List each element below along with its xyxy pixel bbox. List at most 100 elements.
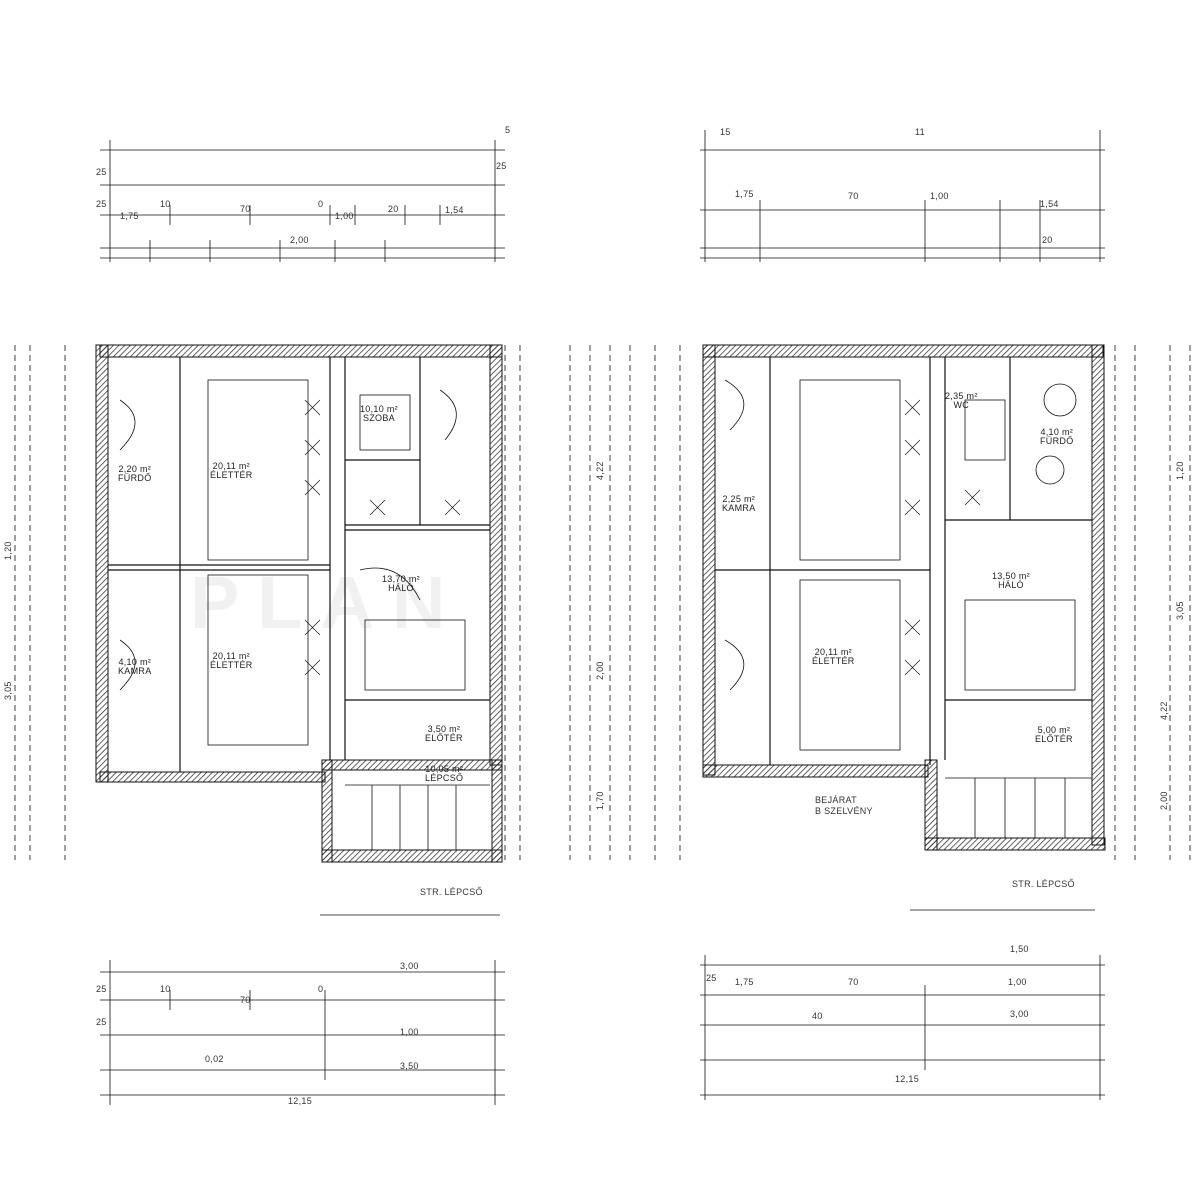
left-plan xyxy=(14,140,631,1105)
dim-label: 1,54 xyxy=(1040,199,1059,209)
room-area: 2,25 m² xyxy=(722,494,756,504)
left-room-8-label: 10,05 m² LÉPCSŐ xyxy=(425,764,464,784)
right-interior-walls xyxy=(715,357,1092,765)
watermark: PLAN xyxy=(190,561,464,644)
room-area: 4,10 m² xyxy=(118,657,152,667)
dim-label: 25 xyxy=(96,199,107,209)
right-furniture xyxy=(724,379,1092,838)
dim-label: 3,00 xyxy=(1010,1009,1029,1019)
dim-label: 1,00 xyxy=(400,1027,419,1037)
room-type: WC xyxy=(953,400,970,411)
dim-label: 1,75 xyxy=(120,211,139,221)
dim-label: 25 xyxy=(96,1017,107,1027)
dim-label: 0 xyxy=(318,984,324,994)
room-area: 3,50 m² xyxy=(427,724,461,734)
right-top-dimension-chain xyxy=(700,130,1105,262)
dim-label: 5 xyxy=(505,125,511,135)
left-room-6-label: 10,10 m² SZOBA xyxy=(360,404,398,424)
right-room-6-label: 2,25 m² KAMRA xyxy=(722,494,756,514)
room-area: 20,11 m² xyxy=(212,651,250,661)
dim-label: 1,54 xyxy=(445,205,464,215)
room-type: FÜRDŐ xyxy=(1040,436,1074,447)
right-exterior-walls xyxy=(702,344,1106,851)
left-interior-walls xyxy=(108,357,490,772)
side-dim-label: 1,20 xyxy=(3,541,13,560)
side-dim-label: 1,70 xyxy=(595,791,605,810)
left-exterior-walls xyxy=(95,344,503,863)
side-dim-label: 2,00 xyxy=(595,661,605,680)
room-area: 10,10 m² xyxy=(360,404,398,414)
left-cross-marks xyxy=(304,399,461,676)
room-area: 13,70 m² xyxy=(382,574,420,584)
right-room-1-label: 20,11 m² ÉLETTÉR xyxy=(812,647,855,667)
room-type: SZOBA xyxy=(362,413,395,424)
room-type: ÉLETTÉR xyxy=(812,656,855,667)
side-dim-label: 3,05 xyxy=(1175,601,1185,620)
left-room-1-label: 20,11 m² ÉLETTÉR xyxy=(210,461,253,481)
right-bottom-dimension-chain xyxy=(700,955,1105,1100)
left-stair-note: STR. LÉPCSŐ xyxy=(420,887,483,897)
dim-label: 1,00 xyxy=(335,211,354,221)
room-area: 2,20 m² xyxy=(118,464,152,474)
left-room-5-label: 4,10 m² KAMRA xyxy=(118,657,152,677)
dim-label: 70 xyxy=(240,995,251,1005)
left-side-dimension-chain xyxy=(14,345,66,860)
dim-label: 15 xyxy=(720,127,731,137)
dim-label: 3,00 xyxy=(400,961,419,971)
left-room-4-label: 2,20 m² FÜRDŐ xyxy=(118,464,152,484)
dim-label: 1,75 xyxy=(735,189,754,199)
dim-label: 1,75 xyxy=(735,977,754,987)
left-room-3-label: 20,11 m² ÉLETTÉR xyxy=(210,651,253,671)
dim-label: 11 xyxy=(915,127,925,137)
room-area: 10,05 m² xyxy=(425,764,464,774)
dim-label: 3,50 xyxy=(400,1061,419,1071)
room-type: ÉLETTÉR xyxy=(210,470,253,481)
dim-label: 20 xyxy=(388,204,399,214)
left-inner-side-dims xyxy=(504,345,631,860)
dim-label: 10 xyxy=(160,199,171,209)
right-plan xyxy=(654,130,1191,1100)
room-type: LÉPCSŐ xyxy=(425,773,464,784)
dim-label: 25 xyxy=(96,167,107,177)
right-note-entrance: BEJÁRAT xyxy=(815,795,857,805)
right-room-3-label: 4,10 m² FÜRDŐ xyxy=(1040,427,1074,447)
left-bottom-dimension-chain xyxy=(100,960,505,1105)
dim-label: 1,00 xyxy=(1008,977,1027,987)
right-room-2-label: 2,35 m² WC xyxy=(945,391,978,411)
dim-label: 12,15 xyxy=(895,1074,920,1084)
room-type: KAMRA xyxy=(722,503,756,514)
side-dim-label: 4,22 xyxy=(595,461,605,480)
left-top-dimension-chain xyxy=(100,140,505,262)
dim-label: 0,02 xyxy=(205,1054,224,1064)
dim-label: 70 xyxy=(848,191,859,201)
room-area: 20,11 m² xyxy=(814,647,852,657)
room-area: 2,35 m² xyxy=(945,391,978,401)
dim-label: 10 xyxy=(160,984,171,994)
room-type: FÜRDŐ xyxy=(118,473,152,484)
dim-label: 25 xyxy=(496,161,507,171)
right-side-dimension-chain xyxy=(654,345,1191,860)
room-type: ELŐTÉR xyxy=(425,733,463,744)
dim-label: 1,00 xyxy=(930,191,949,201)
dim-label: 2,00 xyxy=(290,235,309,245)
room-type: HÁLÓ xyxy=(388,583,414,594)
room-type: ELŐTÉR xyxy=(1035,734,1073,745)
left-furniture xyxy=(119,379,490,850)
dim-label: 12,15 xyxy=(288,1096,313,1106)
dim-label: 0 xyxy=(318,199,324,209)
room-area: 4,10 m² xyxy=(1040,427,1074,437)
room-type: ÉLETTÉR xyxy=(210,660,253,671)
left-room-2-label: 13,70 m² HÁLÓ xyxy=(382,574,420,594)
room-area: 5,00 m² xyxy=(1037,725,1071,735)
right-room-4-label: 13,50 m² HÁLÓ xyxy=(992,571,1030,591)
dim-label: 25 xyxy=(706,973,717,983)
dim-label: 25 xyxy=(96,984,107,994)
dim-label: 20 xyxy=(1042,235,1053,245)
dim-label: 70 xyxy=(848,977,859,987)
dim-label: 40 xyxy=(812,1011,823,1021)
room-type: HÁLÓ xyxy=(998,580,1024,591)
dim-label: 1,50 xyxy=(1010,944,1029,954)
right-note-section: B SZELVÉNY xyxy=(815,806,873,816)
room-type: KAMRA xyxy=(118,666,152,677)
